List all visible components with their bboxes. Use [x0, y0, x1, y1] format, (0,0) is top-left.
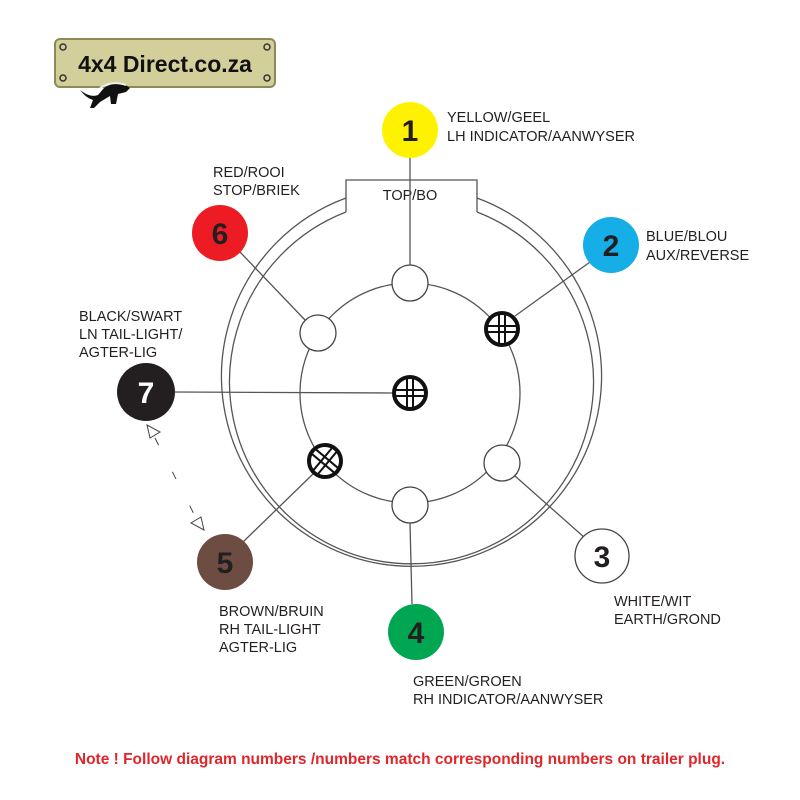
- pin-6-function: STOP/BRIEK: [213, 183, 300, 199]
- socket-2-cross-icon: [484, 311, 520, 347]
- pin-badge-4: 4: [388, 604, 444, 660]
- pin-badge-7: 7: [117, 363, 175, 421]
- pin-badge-5: 5: [197, 534, 253, 590]
- pin-3-color: WHITE/WIT: [614, 594, 691, 610]
- svg-text:3: 3: [594, 541, 611, 574]
- leader-lines: [173, 158, 591, 605]
- pin-7-function: LN TAIL-LIGHT/: [79, 327, 183, 343]
- pin-badge-3: 3: [574, 528, 630, 584]
- svg-text:4: 4: [408, 617, 425, 650]
- socket-6: [299, 314, 337, 352]
- logo: 4x4 Direct.co.za: [54, 38, 276, 108]
- pin-4-function: RH INDICATOR/AANWYSER: [413, 692, 603, 708]
- pin-1-color: YELLOW/GEEL: [447, 110, 550, 126]
- socket-4: [391, 486, 429, 524]
- svg-text:1: 1: [402, 115, 419, 148]
- pin-7-function-2: AGTER-LIG: [79, 345, 157, 361]
- pin-badge-6: 6: [192, 205, 248, 261]
- pin-6-color: RED/ROOI: [213, 165, 285, 181]
- pin-5-function: RH TAIL-LIGHT: [219, 622, 321, 638]
- pin-3-function: EARTH/GROND: [614, 612, 721, 628]
- socket-5-cross-icon: [307, 443, 343, 479]
- swap-arrow-icon: [146, 424, 205, 531]
- socket-3: [483, 444, 521, 482]
- socket-1: [391, 264, 429, 302]
- logo-text: 4x4 Direct.co.za: [78, 51, 252, 77]
- pin-5-function-2: AGTER-LIG: [219, 640, 297, 656]
- pin-7-color: BLACK/SWART: [79, 309, 182, 325]
- pin-1-function: LH INDICATOR/AANWYSER: [447, 129, 635, 145]
- svg-text:7: 7: [138, 377, 155, 410]
- pin-2-color: BLUE/BLOU: [646, 229, 727, 245]
- socket-pins: [299, 264, 521, 524]
- svg-text:2: 2: [603, 230, 620, 263]
- socket-7-cross-icon: [392, 375, 428, 411]
- svg-text:6: 6: [212, 218, 229, 251]
- honey-badger-icon: [80, 82, 130, 108]
- pin-2-function: AUX/REVERSE: [646, 248, 749, 264]
- note-text: Note ! Follow diagram numbers /numbers m…: [75, 751, 725, 768]
- pin-badge-2: 2: [583, 217, 639, 273]
- svg-text:5: 5: [217, 547, 234, 580]
- pin-badge-1: 1: [382, 102, 438, 158]
- pin-4-color: GREEN/GROEN: [413, 674, 522, 690]
- pin-5-color: BROWN/BRUIN: [219, 604, 324, 620]
